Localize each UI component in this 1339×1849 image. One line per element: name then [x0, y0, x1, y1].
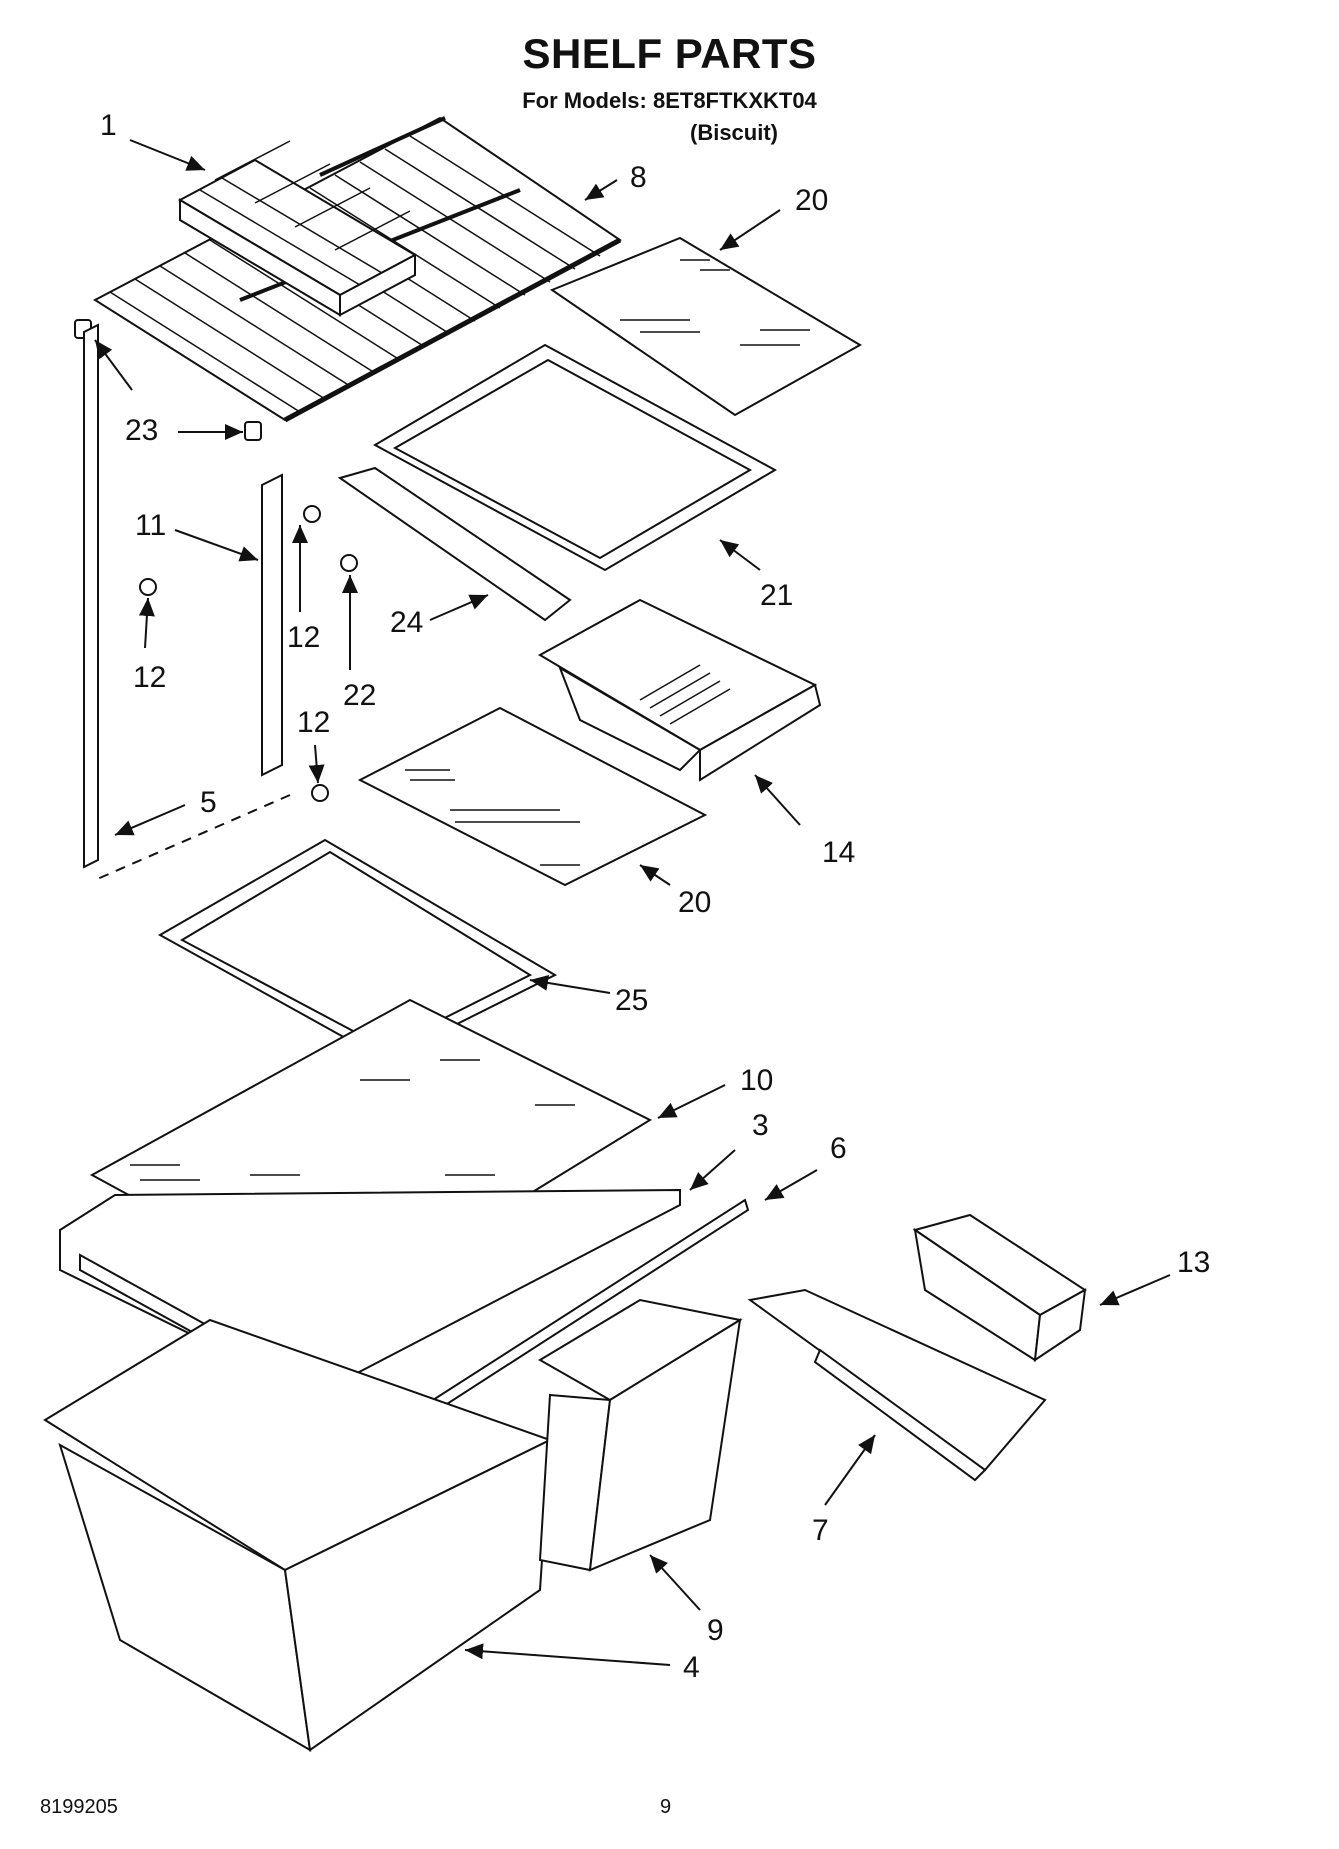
- model-number: For Models: 8ET8FTKXKT04: [522, 88, 817, 113]
- color-variant: (Biscuit): [690, 120, 778, 145]
- callout-12-b: 12: [133, 661, 166, 694]
- callout-13: 13: [1177, 1246, 1210, 1279]
- storage-pan-part: [537, 598, 822, 782]
- callout-20-middle: 20: [678, 886, 711, 919]
- callout-1: 1: [100, 109, 117, 142]
- door-bin-part: [912, 1213, 1087, 1363]
- callout-4: 4: [683, 1651, 700, 1684]
- ice-cube-tray-part: [177, 140, 418, 317]
- callout-14: 14: [822, 836, 855, 869]
- side-rail-part: [83, 323, 283, 869]
- callout-8: 8: [630, 161, 647, 194]
- page-number: 9: [660, 1796, 672, 1818]
- callout-6: 6: [830, 1132, 847, 1165]
- shelf-support-part: [337, 466, 572, 622]
- callout-21: 21: [760, 579, 793, 612]
- screw-parts: [139, 505, 358, 802]
- callout-10: 10: [740, 1064, 773, 1097]
- callout-23: 23: [125, 414, 158, 447]
- callout-20-top: 20: [795, 184, 828, 217]
- glass-shelf-part: [549, 236, 863, 417]
- document-code: 8199205: [40, 1796, 118, 1818]
- callout-12-c: 12: [297, 706, 330, 739]
- callout-24: 24: [390, 606, 423, 639]
- shelf-frame-lower-part: [157, 838, 558, 1062]
- glass-shelf-lower-part: [357, 706, 708, 887]
- callout-22: 22: [343, 679, 376, 712]
- callout-7: 7: [812, 1514, 829, 1547]
- crisper-drawer-small-part: [538, 1298, 743, 1572]
- callout-25: 25: [615, 984, 648, 1017]
- callout-11: 11: [135, 509, 166, 542]
- crisper-cover-support-part: [747, 1288, 1047, 1482]
- callout-9: 9: [707, 1614, 724, 1647]
- callout-5: 5: [200, 786, 217, 819]
- page-title: SHELF PARTS: [522, 30, 817, 77]
- leader-lines: [94, 139, 1171, 1666]
- callout-12-a: 12: [287, 621, 320, 654]
- callout-3: 3: [752, 1109, 769, 1142]
- shelf-frame-part: [372, 343, 778, 572]
- callout-numbers: 1 8 20 23 11 12 12 12 22 24 21 14 5 20 2…: [100, 109, 1210, 1684]
